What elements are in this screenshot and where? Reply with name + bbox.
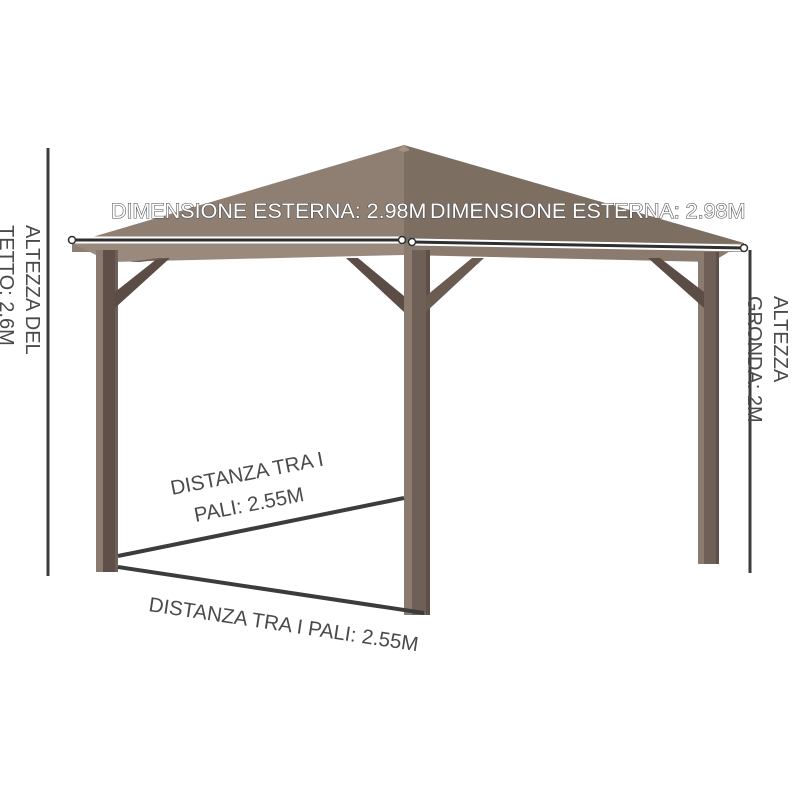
brace-center-right <box>426 258 484 312</box>
brace-right-post <box>648 258 704 308</box>
label-outer-dimension-left: DIMENSIONE ESTERNA: 2.98M <box>111 199 426 223</box>
dimension-line-inner-span <box>117 496 405 558</box>
dimension-line-bottom-span <box>117 565 425 615</box>
label-eave-height-line1: ALTEZZA <box>769 296 791 383</box>
post-right <box>698 252 719 564</box>
label-roof-height-line1: ALTEZZA DEL <box>21 225 43 355</box>
canopy-left-eave <box>72 243 404 262</box>
canopy-group <box>72 145 744 262</box>
canopy-left-face <box>72 145 404 252</box>
brace-left-post <box>115 258 170 308</box>
label-roof-height-line2: TETTO: 2.6M <box>0 225 17 346</box>
post-left <box>96 250 118 572</box>
label-roof-height: ALTEZZA DEL TETTO: 2.6M <box>0 225 43 355</box>
label-eave-height: ALTEZZA GRONDA: 2M <box>743 296 791 423</box>
label-outer-dimension-right: DIMENSIONE ESTERNA: 2.98M <box>430 199 745 223</box>
dimension-line-top-left <box>67 235 407 245</box>
brace-center-left <box>346 258 404 312</box>
post-center <box>404 250 430 615</box>
canopy-ridge-highlight <box>398 145 410 152</box>
canopy-right-face <box>404 145 744 252</box>
label-bottom-span-text: DISTANZA TRA I PALI: 2.55M <box>147 593 420 656</box>
label-eave-height-line2: GRONDA: 2M <box>743 296 765 423</box>
dimension-line-top-right <box>407 237 749 253</box>
label-bottom-span: DISTANZA TRA I PALI: 2.55M <box>147 593 420 656</box>
